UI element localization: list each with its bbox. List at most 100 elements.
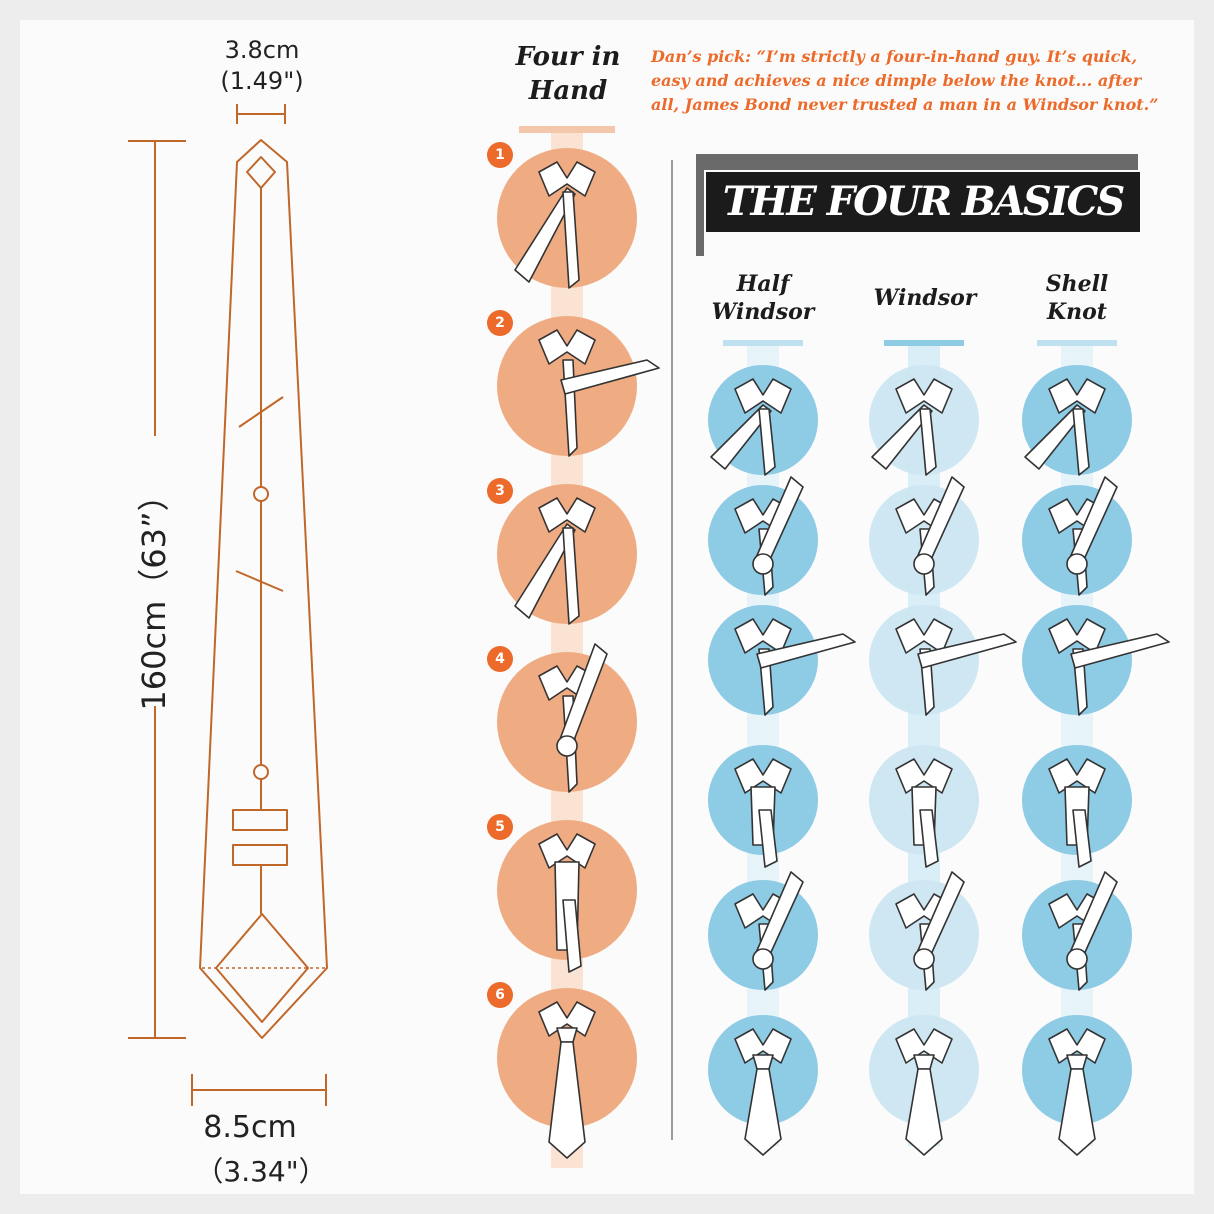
dans-pick-quote: Dan’s pick: “I’m strictly a four-in-hand… [651,45,1158,117]
knot-3-step-illustration-6-knot [1066,1054,1088,1070]
knot-2-step-illustration-5-knot-loop [913,948,935,970]
tie-seam-circle-upper [253,486,269,502]
knot-2-step-illustration-1-narrow-end [919,408,937,476]
knot-column-cap-2 [884,340,964,346]
four-in-hand-step-illustration-5-narrow-end [562,899,582,973]
quote-line-2: easy and achieves a nice dimple below th… [651,71,1142,90]
knot-3-step-illustration-3-wide-end [1070,633,1170,669]
tie-seam-circle-lower [253,764,269,780]
four-in-hand-step-illustration-4-knot-loop [556,735,578,757]
knot-1-step-illustration-3-wide-end [756,633,856,669]
knot-2-step-illustration-5 [895,871,965,991]
knot-2-step-illustration-2-knot-loop [913,553,935,575]
knot-3-step-illustration-3-collar [1048,618,1106,654]
knot-2-step-illustration-3 [895,618,1017,716]
length-label: 160cm（63”） [135,479,173,711]
knot-1-step-illustration-3 [734,618,856,716]
half-windsor-header-line2: Windsor [711,299,815,325]
four-in-hand-step-illustration-2-collar [538,329,596,365]
tie-keeper-loop-upper [232,809,288,831]
knot-3-step-illustration-4-narrow-end [1072,809,1092,868]
knot-column-cap-3 [1037,340,1117,346]
knot-3-step-illustration-5-knot-loop [1066,948,1088,970]
knot-1-step-illustration-5 [734,871,804,991]
knot-1-step-illustration-5-knot-loop [752,948,774,970]
tie-blade-diamond [215,913,309,1023]
step-number-4: 4 [487,646,513,672]
knot-2-step-illustration-3-collar [895,618,953,654]
windsor-header: Windsor [862,284,988,312]
knot-1-step-illustration-3-collar [734,618,792,654]
knot-3-step-illustration-1-collar [1048,378,1106,414]
tie-tip-diamond [246,156,276,189]
quote-line-1: Dan’s pick: “I’m strictly a four-in-hand… [651,47,1138,66]
four-in-hand-step-illustration-6-collar [538,1001,596,1037]
four-in-hand-step-illustration-5 [538,833,596,973]
four-in-hand-step-illustration-4 [538,643,608,793]
knot-3-step-illustration-1-narrow-end [1072,408,1090,476]
tie-body-outline [199,139,328,1039]
banner-accent-bar [696,154,1138,256]
four-in-hand-title-line1: Four in [515,42,621,72]
four-in-hand-step-illustration-3-narrow-end [562,527,580,625]
knot-2-step-illustration-6-blade [905,1068,943,1156]
knot-1-step-illustration-6-collar [734,1028,792,1064]
knot-2-step-illustration-1-collar [895,378,953,414]
quote-line-3: all, James Bond never trusted a man in a… [651,95,1159,114]
knot-2-step-illustration-6 [895,1028,953,1156]
knot-1-step-illustration-6-blade [744,1068,782,1156]
knot-3-step-illustration-6-blade [1058,1068,1096,1156]
knot-1-step-illustration-1 [710,378,792,476]
knot-3-step-illustration-3 [1048,618,1170,716]
knot-1-step-illustration-1-narrow-end [758,408,776,476]
knot-3-step-illustration-1 [1024,378,1106,476]
knot-3-step-illustration-5 [1048,871,1118,991]
knot-3-step-illustration-4 [1048,758,1106,868]
four-in-hand-step-illustration-6-knot [556,1027,578,1043]
knot-1-step-illustration-4 [734,758,792,868]
four-in-hand-step-illustration-6 [538,1001,596,1159]
tip-width-in-label: (1.49") [220,67,304,95]
four-in-hand-step-illustration-2-wide-end [560,359,660,395]
four-in-hand-step-illustration-1-collar [538,161,596,197]
shell-knot-header: Shell Knot [1014,270,1140,326]
four-in-hand-step-illustration-2 [538,329,660,457]
knot-3-step-illustration-2-knot-loop [1066,553,1088,575]
knot-2-step-illustration-4-narrow-end [919,809,939,868]
tie-keeper-loop-lower [232,844,288,866]
four-in-hand-step-illustration-3-collar [538,497,596,533]
step-number-6: 6 [487,982,513,1008]
step-number-5: 5 [487,814,513,840]
knot-3-step-illustration-6-collar [1048,1028,1106,1064]
tie-diagonal-stripe-upper [238,396,284,428]
four-in-hand-title-line2: Hand [528,76,608,106]
knot-1-step-illustration-2 [734,476,804,596]
knot-3-step-illustration-2 [1048,476,1118,596]
windsor-header-line1: Windsor [873,285,977,311]
knot-1-step-illustration-4-narrow-end [758,809,778,868]
knot-1-step-illustration-6-knot [752,1054,774,1070]
knot-2-step-illustration-2 [895,476,965,596]
knot-1-step-illustration-2-knot-loop [752,553,774,575]
knot-1-step-illustration-6 [734,1028,792,1156]
shell-knot-header-line2: Knot [1047,299,1107,325]
knot-2-step-illustration-6-collar [895,1028,953,1064]
four-basics-banner: THE FOUR BASICS [706,172,1140,232]
step-number-3: 3 [487,478,513,504]
shell-knot-header-line1: Shell [1045,271,1109,297]
four-in-hand-column-cap [519,126,615,133]
knot-2-step-illustration-4 [895,758,953,868]
dimension-lines [128,104,327,1106]
four-in-hand-step-illustration-3 [514,497,596,625]
knot-column-cap-1 [723,340,803,346]
four-in-hand-step-illustration-1 [514,161,596,289]
four-in-hand-title: Four in Hand [500,40,636,108]
four-in-hand-step-illustration-1-narrow-end [562,191,580,289]
tip-width-cm-label: 3.8cm [224,36,300,64]
knot-1-step-illustration-1-collar [734,378,792,414]
blade-width-in-label: （3.34"） [195,1155,327,1188]
half-windsor-header: Half Windsor [700,270,826,326]
four-in-hand-step-illustration-6-blade [548,1041,586,1159]
